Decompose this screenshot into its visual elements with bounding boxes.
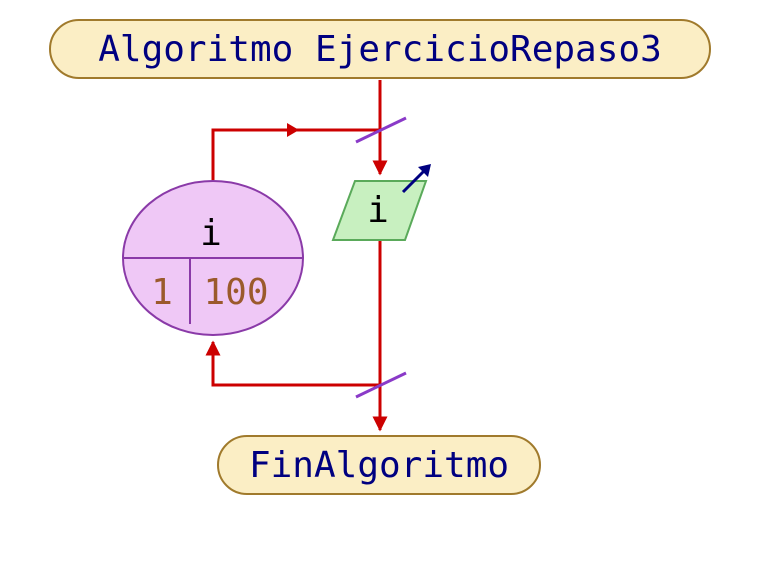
connector-loop-bottom	[205, 340, 380, 387]
loop-initial-value: 1	[151, 272, 173, 313]
loop-variable: i	[200, 213, 222, 254]
start-terminal: Algoritmo EjercicioRepaso3	[49, 19, 711, 79]
output-text: i	[367, 190, 389, 231]
loop-final-value: 100	[203, 272, 268, 313]
end-terminal: FinAlgoritmo	[217, 435, 541, 495]
end-terminal-shape	[217, 435, 541, 495]
junction-mark-top	[355, 116, 407, 144]
loop-direction-arrow	[287, 123, 299, 137]
output-parallelogram	[331, 180, 428, 241]
end-terminal-label: FinAlgoritmo	[249, 445, 509, 486]
loop-block: i 1 100	[122, 180, 304, 336]
start-terminal-shape	[49, 19, 711, 79]
start-terminal-label: Algoritmo EjercicioRepaso3	[98, 29, 662, 70]
output-arrow-icon	[401, 164, 431, 194]
output-block: i	[331, 164, 431, 241]
junction-mark-bottom	[355, 371, 407, 399]
flow-connectors	[205, 80, 388, 432]
connector-loop-top	[211, 128, 380, 180]
